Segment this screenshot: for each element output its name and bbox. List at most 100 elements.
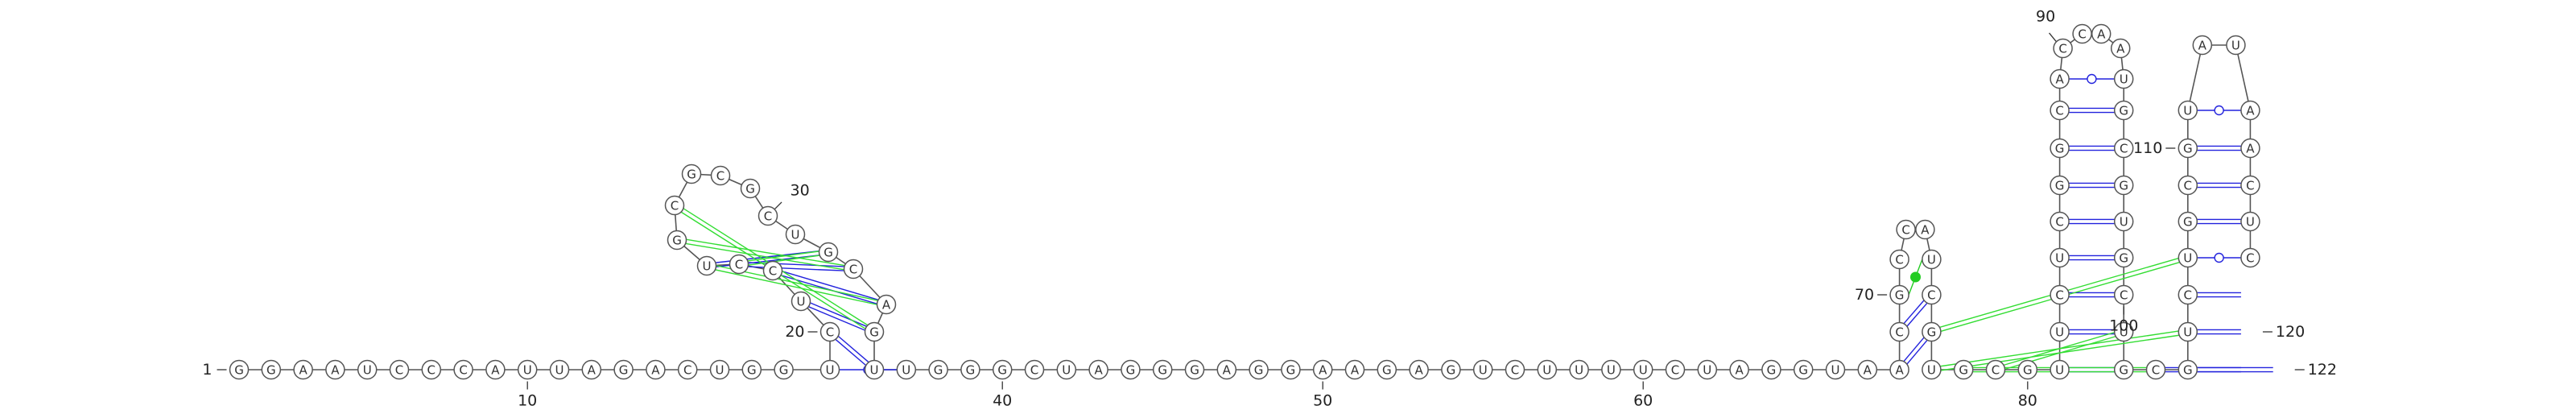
nucleotide-letter: G: [1767, 363, 1777, 378]
nucleotide-circle: [421, 359, 442, 380]
nucleotide: U: [549, 359, 570, 380]
pseudoknot-pair: [715, 269, 877, 305]
nucleotide-circle: [896, 359, 917, 380]
position-label: 122: [2308, 361, 2337, 379]
nucleotide-circle: [1922, 284, 1942, 305]
nucleotide-letter: G: [997, 363, 1007, 378]
pseudoknot-pairs: [680, 208, 2180, 373]
nucleotide-letter: C: [1895, 325, 1903, 340]
nucleotide-letter: A: [1351, 363, 1360, 378]
watson-crick-pair: [835, 338, 867, 366]
nucleotide-circle: [992, 359, 1013, 380]
nucleotide: G: [2178, 138, 2198, 159]
nucleotide: U: [2178, 247, 2198, 268]
nucleotide: G: [740, 178, 761, 199]
nucleotide-letter: G: [966, 363, 976, 378]
nucleotide-letter: A: [491, 363, 500, 378]
nucleotide-circle: [2240, 211, 2260, 232]
nucleotide-circle: [2050, 321, 2070, 342]
watson-crick-pair: [1903, 300, 1925, 325]
nucleotide: G: [774, 359, 794, 380]
nucleotide-circle: [2113, 100, 2134, 121]
position-label: 100: [2109, 317, 2138, 335]
nucleotide: A: [1889, 359, 1909, 380]
nucleotide-letter: U: [2055, 325, 2064, 340]
nucleotide: U: [1697, 359, 1718, 380]
nucleotide: C: [2178, 175, 2198, 196]
nucleotide-circle: [2178, 175, 2198, 196]
nucleotide-letter: U: [1575, 363, 1583, 378]
noncanonical-pair-marker: [1910, 271, 1921, 283]
nucleotide-letter: C: [395, 363, 403, 378]
nucleotide-letter: C: [1030, 363, 1038, 378]
backbone-segment: [2235, 44, 2252, 111]
nucleotide-circle: [843, 259, 864, 279]
nucleotide-circle: [1857, 359, 1878, 380]
nucleotide-letter: A: [1735, 363, 1744, 378]
nucleotide-letter: G: [1959, 363, 1968, 378]
nucleotide-letter: G: [1286, 363, 1296, 378]
nucleotide: U: [1922, 359, 1942, 380]
nucleotide: C: [2072, 23, 2092, 44]
nucleotide-circle: [325, 359, 345, 380]
nucleotide: C: [1889, 249, 1909, 270]
nucleotide-circle: [2050, 211, 2070, 232]
nucleotide: A: [2091, 23, 2112, 44]
nucleotide-circle: [864, 321, 885, 342]
position-label: 60: [1633, 392, 1653, 410]
nucleotide: G: [2050, 138, 2070, 159]
nucleotide-circle: [785, 224, 806, 245]
nucleotide: C: [758, 205, 778, 226]
nucleotide-letter: G: [2023, 363, 2033, 378]
nucleotide: U: [1633, 359, 1653, 380]
nucleotide: C: [2050, 284, 2070, 305]
nucleotide-letter: A: [1414, 363, 1423, 378]
nucleotide-letter: C: [2184, 179, 2192, 193]
nucleotide-letter: C: [2184, 288, 2192, 303]
nucleotide: U: [864, 359, 885, 380]
nucleotide-letter: C: [1901, 223, 1909, 238]
nucleotide-letter: U: [2183, 325, 2192, 340]
nucleotide: G: [992, 359, 1013, 380]
nucleotide-circle: [818, 242, 839, 263]
nucleotide-circle: [2113, 247, 2134, 268]
nucleotide-circle: [1569, 359, 1589, 380]
nucleotide-letter: C: [2246, 251, 2254, 266]
nucleotide-circle: [2240, 138, 2260, 159]
nucleotide: C: [2053, 38, 2073, 59]
pseudoknot-pair: [2004, 332, 2115, 366]
nucleotide: A: [1216, 359, 1237, 380]
nucleotide-circle: [1761, 359, 1781, 380]
nucleotide: C: [664, 195, 685, 216]
nucleotide-circle: [1281, 359, 1301, 380]
nucleotide-circle: [2192, 35, 2213, 56]
position-label: 10: [518, 392, 537, 410]
nucleotide-circle: [517, 359, 538, 380]
nucleotide-letter: U: [902, 363, 910, 378]
nucleotide-letter: G: [2183, 363, 2193, 378]
nucleotide-letter: G: [234, 363, 244, 378]
nucleotide-circle: [1889, 284, 1909, 305]
nucleotide-circle: [1152, 359, 1173, 380]
nucleotide-circle: [1601, 359, 1621, 380]
nucleotide: C: [762, 260, 783, 281]
nucleotide-circle: [2178, 359, 2198, 380]
nucleotide-letter: G: [1126, 363, 1136, 378]
nucleotide-circle: [1056, 359, 1077, 380]
nucleotide-circle: [1344, 359, 1365, 380]
nucleotide-circle: [709, 359, 730, 380]
nucleotide-letter: G: [672, 234, 682, 248]
nucleotide-letter: G: [869, 325, 879, 340]
nucleotide-letter: A: [2055, 72, 2064, 87]
nucleotide-letter: U: [797, 295, 806, 309]
nucleotide-circle: [2178, 138, 2198, 159]
nucleotide: U: [2050, 247, 2070, 268]
nucleotide: A: [2110, 38, 2131, 59]
nucleotide: C: [2145, 359, 2166, 380]
nucleotide: C: [819, 321, 840, 342]
nucleotide: C: [1024, 359, 1045, 380]
nucleotide: G: [1922, 321, 1942, 342]
nucleotide-letter: A: [1319, 363, 1327, 378]
nucleotide-letter: U: [2120, 215, 2128, 230]
